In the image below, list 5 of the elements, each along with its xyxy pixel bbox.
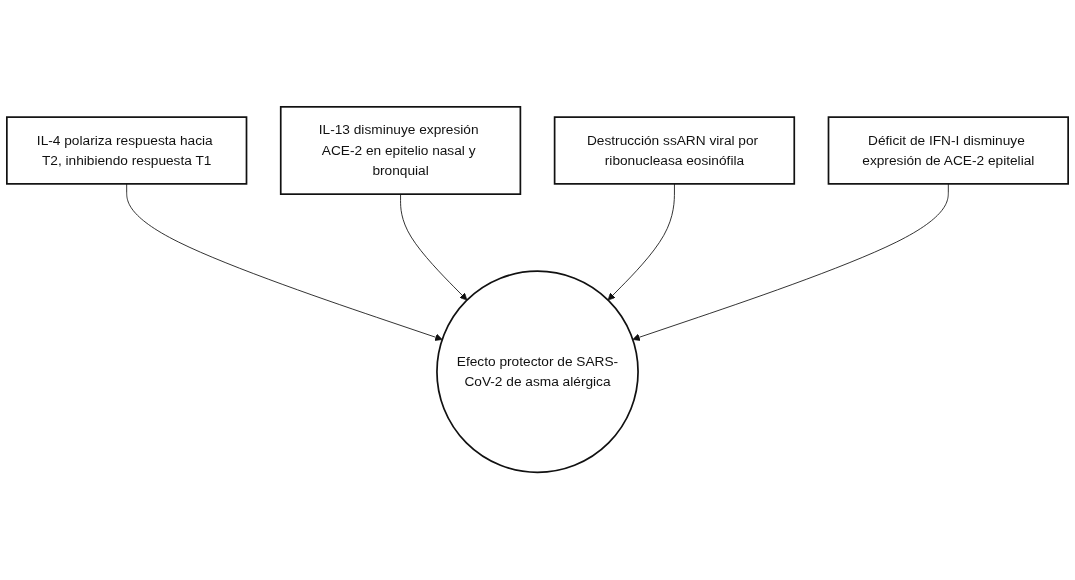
node-circle: Efecto protector de SARS-CoV-2 de asma alérgica bbox=[436, 270, 639, 474]
node-box: IL-4 polariza respuesta hacia T2, inhibiendo respuesta T1 bbox=[6, 116, 248, 186]
node-box: Déficit de IFN-I disminuye expresión de ACE-2 epitelial bbox=[827, 116, 1069, 186]
node-box: IL-13 disminuye expresión ACE-2 en epitelio nasal y bronquial bbox=[279, 106, 522, 196]
node-box: Destrucción ssARN viral por ribonucleasa eosinófila bbox=[553, 116, 796, 186]
